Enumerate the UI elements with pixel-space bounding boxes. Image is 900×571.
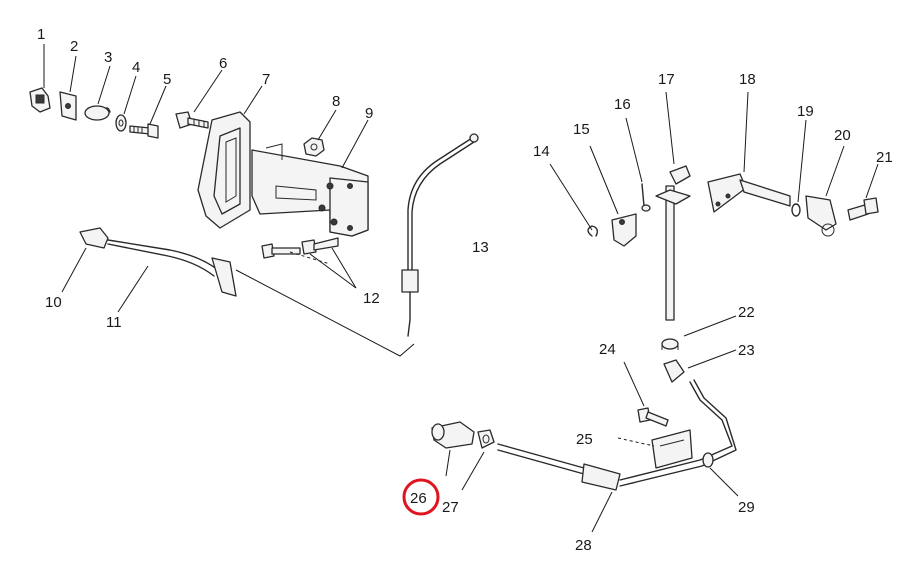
part-14-clip — [587, 225, 599, 237]
part-5-screw — [129, 123, 159, 139]
part-16-pin — [641, 183, 651, 212]
part-21-bolt — [847, 197, 879, 221]
part-26-knob — [431, 421, 475, 449]
part-17-shaft — [655, 165, 691, 321]
label-part-13: 13 — [472, 239, 489, 256]
part-11-lever-rod — [107, 239, 237, 297]
label-part-18: 18 — [739, 71, 756, 88]
part-4-washer — [115, 114, 127, 132]
label-part-16: 16 — [614, 96, 631, 113]
part-29-collar — [702, 452, 714, 468]
label-part-14: 14 — [533, 143, 550, 160]
label-part-11: 11 — [106, 314, 122, 331]
part-1-knob — [29, 87, 51, 113]
part-8-nut — [303, 137, 325, 157]
label-part-9: 9 — [365, 105, 373, 122]
part-25-bracket — [651, 429, 693, 469]
label-part-12: 12 — [363, 290, 380, 307]
part-9-housing — [251, 143, 369, 237]
part-6-bolt — [175, 111, 209, 129]
part-19-o-ring — [791, 203, 801, 217]
part-2-plate — [59, 91, 77, 121]
label-part-24: 24 — [599, 341, 616, 358]
part-3-spring — [84, 105, 111, 121]
part-7-frame — [197, 111, 251, 229]
part-12-screws — [261, 237, 339, 259]
label-part-27: 27 — [442, 499, 459, 516]
part-20-yoke — [805, 195, 837, 237]
label-part-1: 1 — [37, 26, 45, 43]
label-part-19: 19 — [797, 103, 814, 120]
label-part-7: 7 — [262, 71, 270, 88]
part-24-screw — [637, 407, 669, 427]
leader-lines — [43, 44, 879, 533]
label-part-25: 25 — [576, 431, 593, 448]
part-22-bushing — [661, 338, 679, 350]
label-part-4: 4 — [132, 59, 140, 76]
right-upper-assembly — [587, 165, 879, 321]
right-lower-assembly — [431, 338, 737, 491]
label-part-20: 20 — [834, 127, 851, 144]
label-part-26: 26 — [410, 490, 427, 507]
label-part-8: 8 — [332, 93, 340, 110]
part-13-cable — [401, 133, 479, 337]
label-part-3: 3 — [104, 49, 112, 66]
label-part-28: 28 — [575, 537, 592, 554]
part-23-joint — [663, 359, 685, 383]
label-part-15: 15 — [573, 121, 590, 138]
label-part-21: 21 — [876, 149, 893, 166]
label-part-29: 29 — [738, 499, 755, 516]
label-part-23: 23 — [738, 342, 755, 359]
part-28-control-rod — [497, 379, 737, 491]
highlight-circle — [402, 478, 440, 516]
label-part-6: 6 — [219, 55, 227, 72]
label-part-22: 22 — [738, 304, 755, 321]
label-part-10: 10 — [45, 294, 62, 311]
part-labels: 1 2 3 4 5 6 7 8 9 10 11 12 13 14 15 16 1… — [37, 26, 893, 554]
part-10-lever-knob — [79, 227, 109, 249]
left-assembly — [29, 87, 479, 357]
part-18-lever-arm — [707, 173, 791, 213]
label-part-2: 2 — [70, 38, 78, 55]
part-15-lever-bracket — [611, 213, 637, 247]
label-part-5: 5 — [163, 71, 171, 88]
part-27-nut — [477, 429, 495, 449]
label-part-17: 17 — [658, 71, 675, 88]
